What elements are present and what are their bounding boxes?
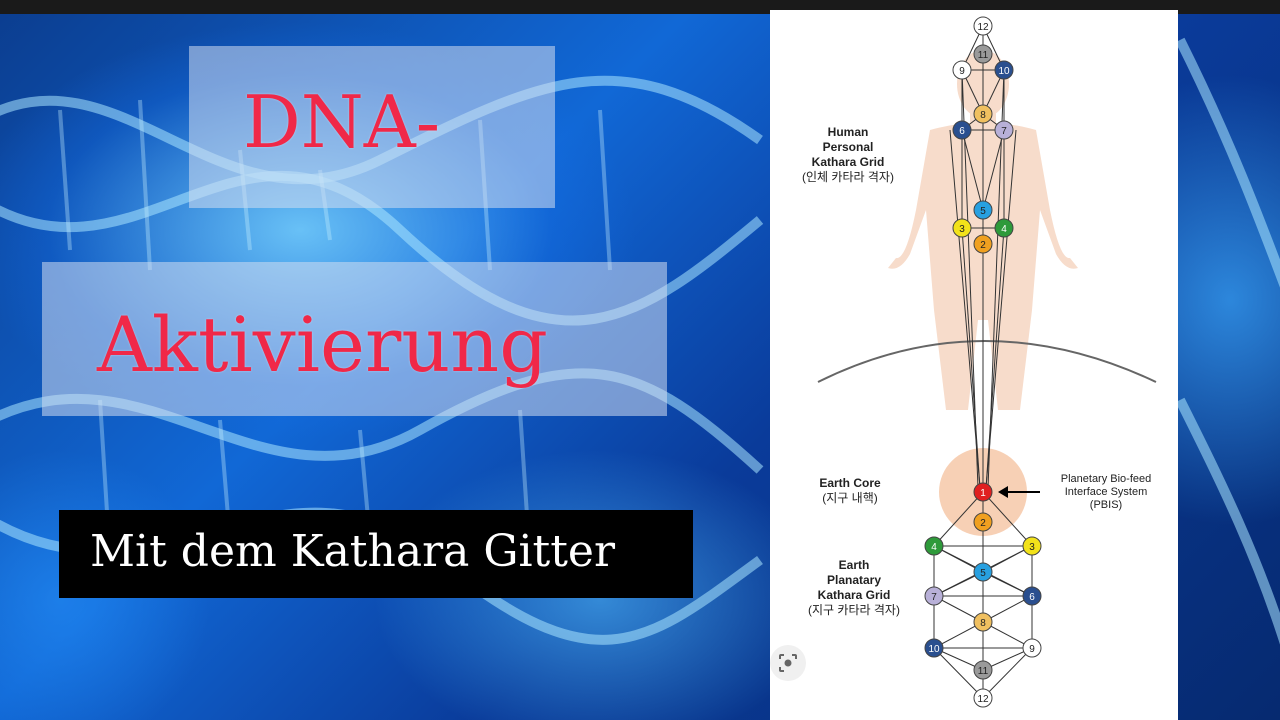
human-node-11: 11 <box>973 44 993 64</box>
earth-node-12: 12 <box>973 688 993 708</box>
svg-text:11: 11 <box>978 50 989 61</box>
earth-node-8: 8 <box>973 612 993 632</box>
human-node-5: 5 <box>973 200 993 220</box>
title-panel-1 <box>189 46 555 208</box>
earth-node-1: 1 <box>973 482 993 502</box>
svg-text:6: 6 <box>959 126 965 137</box>
human-node-3: 3 <box>952 218 972 238</box>
earth-node-9: 9 <box>1022 638 1042 658</box>
pbis-label: Planetary Bio-feed Interface System (PBI… <box>1060 473 1152 511</box>
human-node-2: 2 <box>973 234 993 254</box>
earth-core-label: Earth Core (지구 내핵) <box>819 476 881 505</box>
earth-node-3: 3 <box>1022 536 1042 556</box>
svg-text:5: 5 <box>980 568 986 579</box>
human-node-8: 8 <box>973 104 993 124</box>
title-line-2: Aktivierung <box>97 300 548 389</box>
subtitle: Mit dem Kathara Gitter <box>90 526 615 577</box>
svg-text:10: 10 <box>998 66 1010 77</box>
human-node-4: 4 <box>994 218 1014 238</box>
human-grid-label: Human Personal Kathara Grid (인체 카타라 격자) <box>802 125 894 184</box>
svg-text:8: 8 <box>980 110 986 121</box>
pbis-arrow <box>998 486 1040 498</box>
kathara-grid-diagram: 12 11 9 10 8 6 7 5 3 4 2 1 2 4 3 5 7 6 8… <box>770 10 1178 720</box>
svg-text:6: 6 <box>1029 592 1035 603</box>
human-node-6: 6 <box>952 120 972 140</box>
earth-grid-label: Earth Planatary Kathara Grid (지구 카타라 격자) <box>808 558 900 617</box>
svg-text:3: 3 <box>1029 542 1035 553</box>
svg-text:8: 8 <box>980 618 986 629</box>
lens-glyph <box>779 654 797 672</box>
svg-text:7: 7 <box>931 592 937 603</box>
kathara-grid-figure: 12 11 9 10 8 6 7 5 3 4 2 1 2 4 3 5 7 6 8… <box>817 16 1157 708</box>
svg-text:9: 9 <box>1029 644 1035 655</box>
svg-text:12: 12 <box>977 22 989 33</box>
svg-text:7: 7 <box>1001 126 1007 137</box>
title-panel-2 <box>42 262 667 416</box>
title-line-1: DNA- <box>243 80 441 164</box>
svg-text:3: 3 <box>959 224 965 235</box>
svg-text:9: 9 <box>959 66 965 77</box>
human-node-7: 7 <box>994 120 1014 140</box>
earth-surface-arc <box>817 340 1157 383</box>
human-node-12: 12 <box>973 16 993 36</box>
svg-text:1: 1 <box>980 488 986 499</box>
svg-text:2: 2 <box>980 518 986 529</box>
svg-text:11: 11 <box>978 666 989 677</box>
human-node-9: 9 <box>952 60 972 80</box>
earth-node-7: 7 <box>924 586 944 606</box>
earth-node-11: 11 <box>973 660 993 680</box>
earth-node-5: 5 <box>973 562 993 582</box>
earth-node-2: 2 <box>973 512 993 532</box>
svg-text:2: 2 <box>980 240 986 251</box>
visual-search-lens-icon[interactable] <box>770 645 806 681</box>
subtitle-box <box>59 510 693 598</box>
svg-text:4: 4 <box>931 542 937 553</box>
earth-node-6: 6 <box>1022 586 1042 606</box>
svg-text:12: 12 <box>977 694 989 705</box>
earth-node-4: 4 <box>924 536 944 556</box>
svg-text:4: 4 <box>1001 224 1007 235</box>
earth-node-10: 10 <box>924 638 944 658</box>
svg-text:5: 5 <box>980 206 986 217</box>
human-node-10: 10 <box>994 60 1014 80</box>
svg-text:10: 10 <box>928 644 940 655</box>
